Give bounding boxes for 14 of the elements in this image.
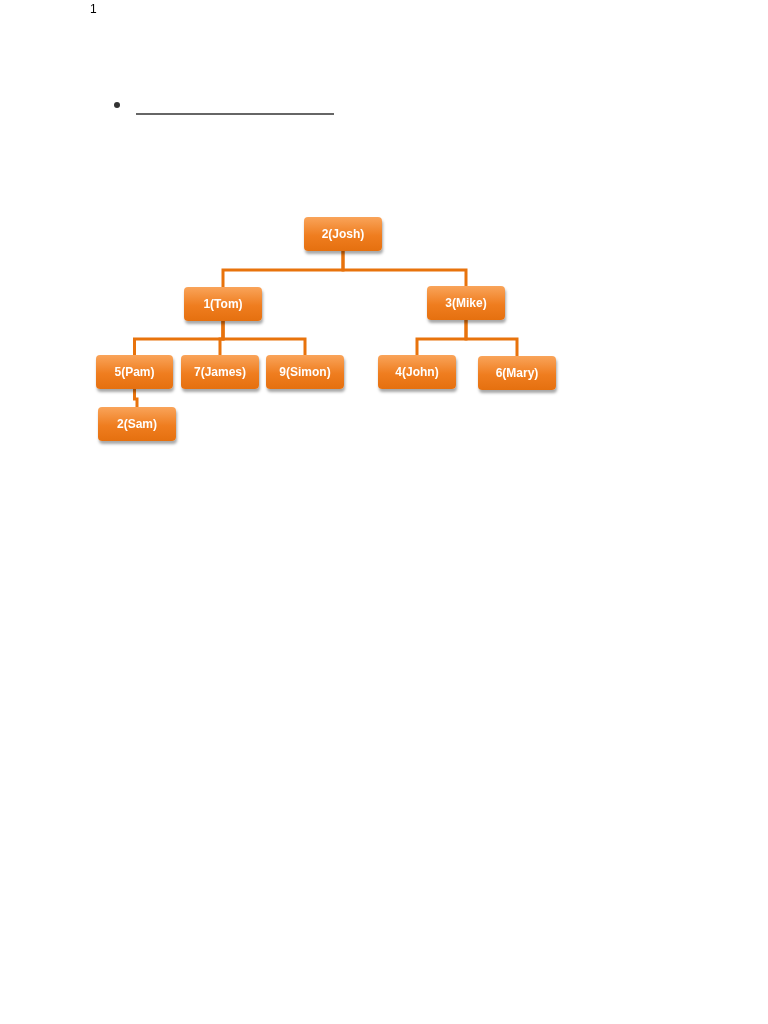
tree-node-box: 5(Pam) — [96, 355, 173, 389]
connector-line — [341, 251, 468, 286]
connector-line — [221, 321, 307, 355]
tree-node-box: 7(James) — [181, 355, 259, 389]
tree-node-box: 4(John) — [378, 355, 456, 389]
page-number: 1 — [90, 2, 97, 16]
tree-node-box: 6(Mary) — [478, 356, 556, 390]
tree-node-box: 1(Tom) — [184, 287, 262, 321]
connector-line — [464, 320, 519, 356]
tree-node-box: 2(Josh) — [304, 217, 382, 251]
connector-line — [133, 389, 139, 407]
tree-node-box: 3(Mike) — [427, 286, 505, 320]
tree-node-box: 9(Simon) — [266, 355, 344, 389]
tree-node-box: 2(Sam) — [98, 407, 176, 441]
